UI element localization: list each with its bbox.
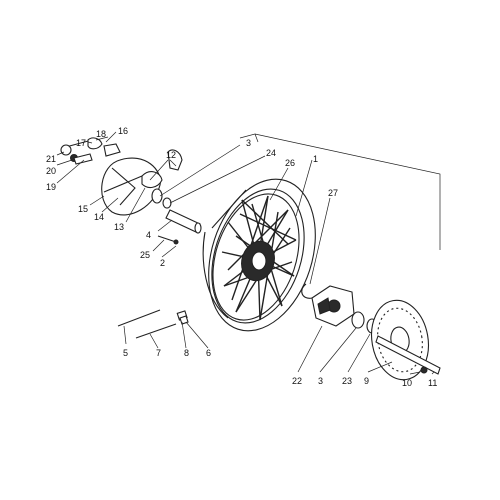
bearing-3 [351, 311, 365, 329]
callout-12: 12 [166, 150, 176, 160]
callout-19: 19 [46, 182, 56, 192]
circlip-27 [301, 283, 313, 299]
brake-cam [167, 149, 183, 171]
rear-wheel [202, 178, 316, 332]
callout-3-top: 3 [246, 138, 251, 148]
group-bracket [239, 133, 441, 250]
leader-lines [56, 131, 435, 375]
callout-3-bottom: 3 [318, 376, 323, 386]
clip-2 [173, 239, 179, 245]
brake-plate-rib [103, 175, 143, 193]
cush-drive-lug [317, 297, 331, 315]
group-bracket-tick [254, 133, 259, 143]
callout-20: 20 [46, 166, 56, 176]
washer-21 [60, 144, 72, 156]
bolt-7 [135, 323, 177, 339]
hub-bore [251, 251, 267, 271]
callout-10: 10 [402, 378, 412, 388]
bolt-5 [117, 309, 161, 327]
callout-24: 24 [266, 148, 276, 158]
callout-23: 23 [342, 376, 352, 386]
pin-25 [157, 235, 177, 243]
callout-labels: 18 17 16 21 20 19 15 14 13 12 3 24 26 1 … [46, 126, 437, 388]
callout-2: 2 [160, 258, 165, 268]
callout-5: 5 [123, 348, 128, 358]
brake-shoe [141, 171, 163, 189]
tyre-top-edge [211, 189, 247, 229]
brake-plate-arm [111, 167, 136, 206]
rim-outer [211, 188, 305, 324]
lever-17 [87, 137, 103, 150]
callout-17: 17 [76, 138, 86, 148]
callout-8: 8 [184, 348, 189, 358]
rim-inner [212, 193, 300, 321]
lever-16 [103, 143, 121, 157]
bearing-left [151, 188, 163, 204]
callout-26: 26 [285, 158, 295, 168]
callout-11: 11 [428, 378, 437, 388]
callout-6: 6 [206, 348, 211, 358]
callout-18: 18 [96, 129, 106, 139]
callout-27: 27 [328, 188, 338, 198]
spacer-ring [162, 197, 172, 209]
brake-plate-group [60, 137, 183, 216]
callout-25: 25 [140, 250, 150, 260]
callout-22: 22 [292, 376, 302, 386]
callout-4: 4 [146, 230, 151, 240]
tyre-side [202, 231, 229, 319]
callout-13: 13 [114, 222, 124, 232]
callout-21: 21 [46, 154, 56, 164]
callout-14: 14 [94, 212, 104, 222]
callout-1: 1 [313, 154, 318, 164]
callout-7: 7 [156, 348, 161, 358]
nut-10 [420, 366, 428, 374]
callout-16: 16 [118, 126, 128, 136]
spacer-tube-end [194, 222, 202, 234]
pin-19 [73, 153, 93, 165]
callout-9: 9 [364, 376, 369, 386]
callout-15: 15 [78, 204, 88, 214]
axle-11 [375, 335, 441, 375]
